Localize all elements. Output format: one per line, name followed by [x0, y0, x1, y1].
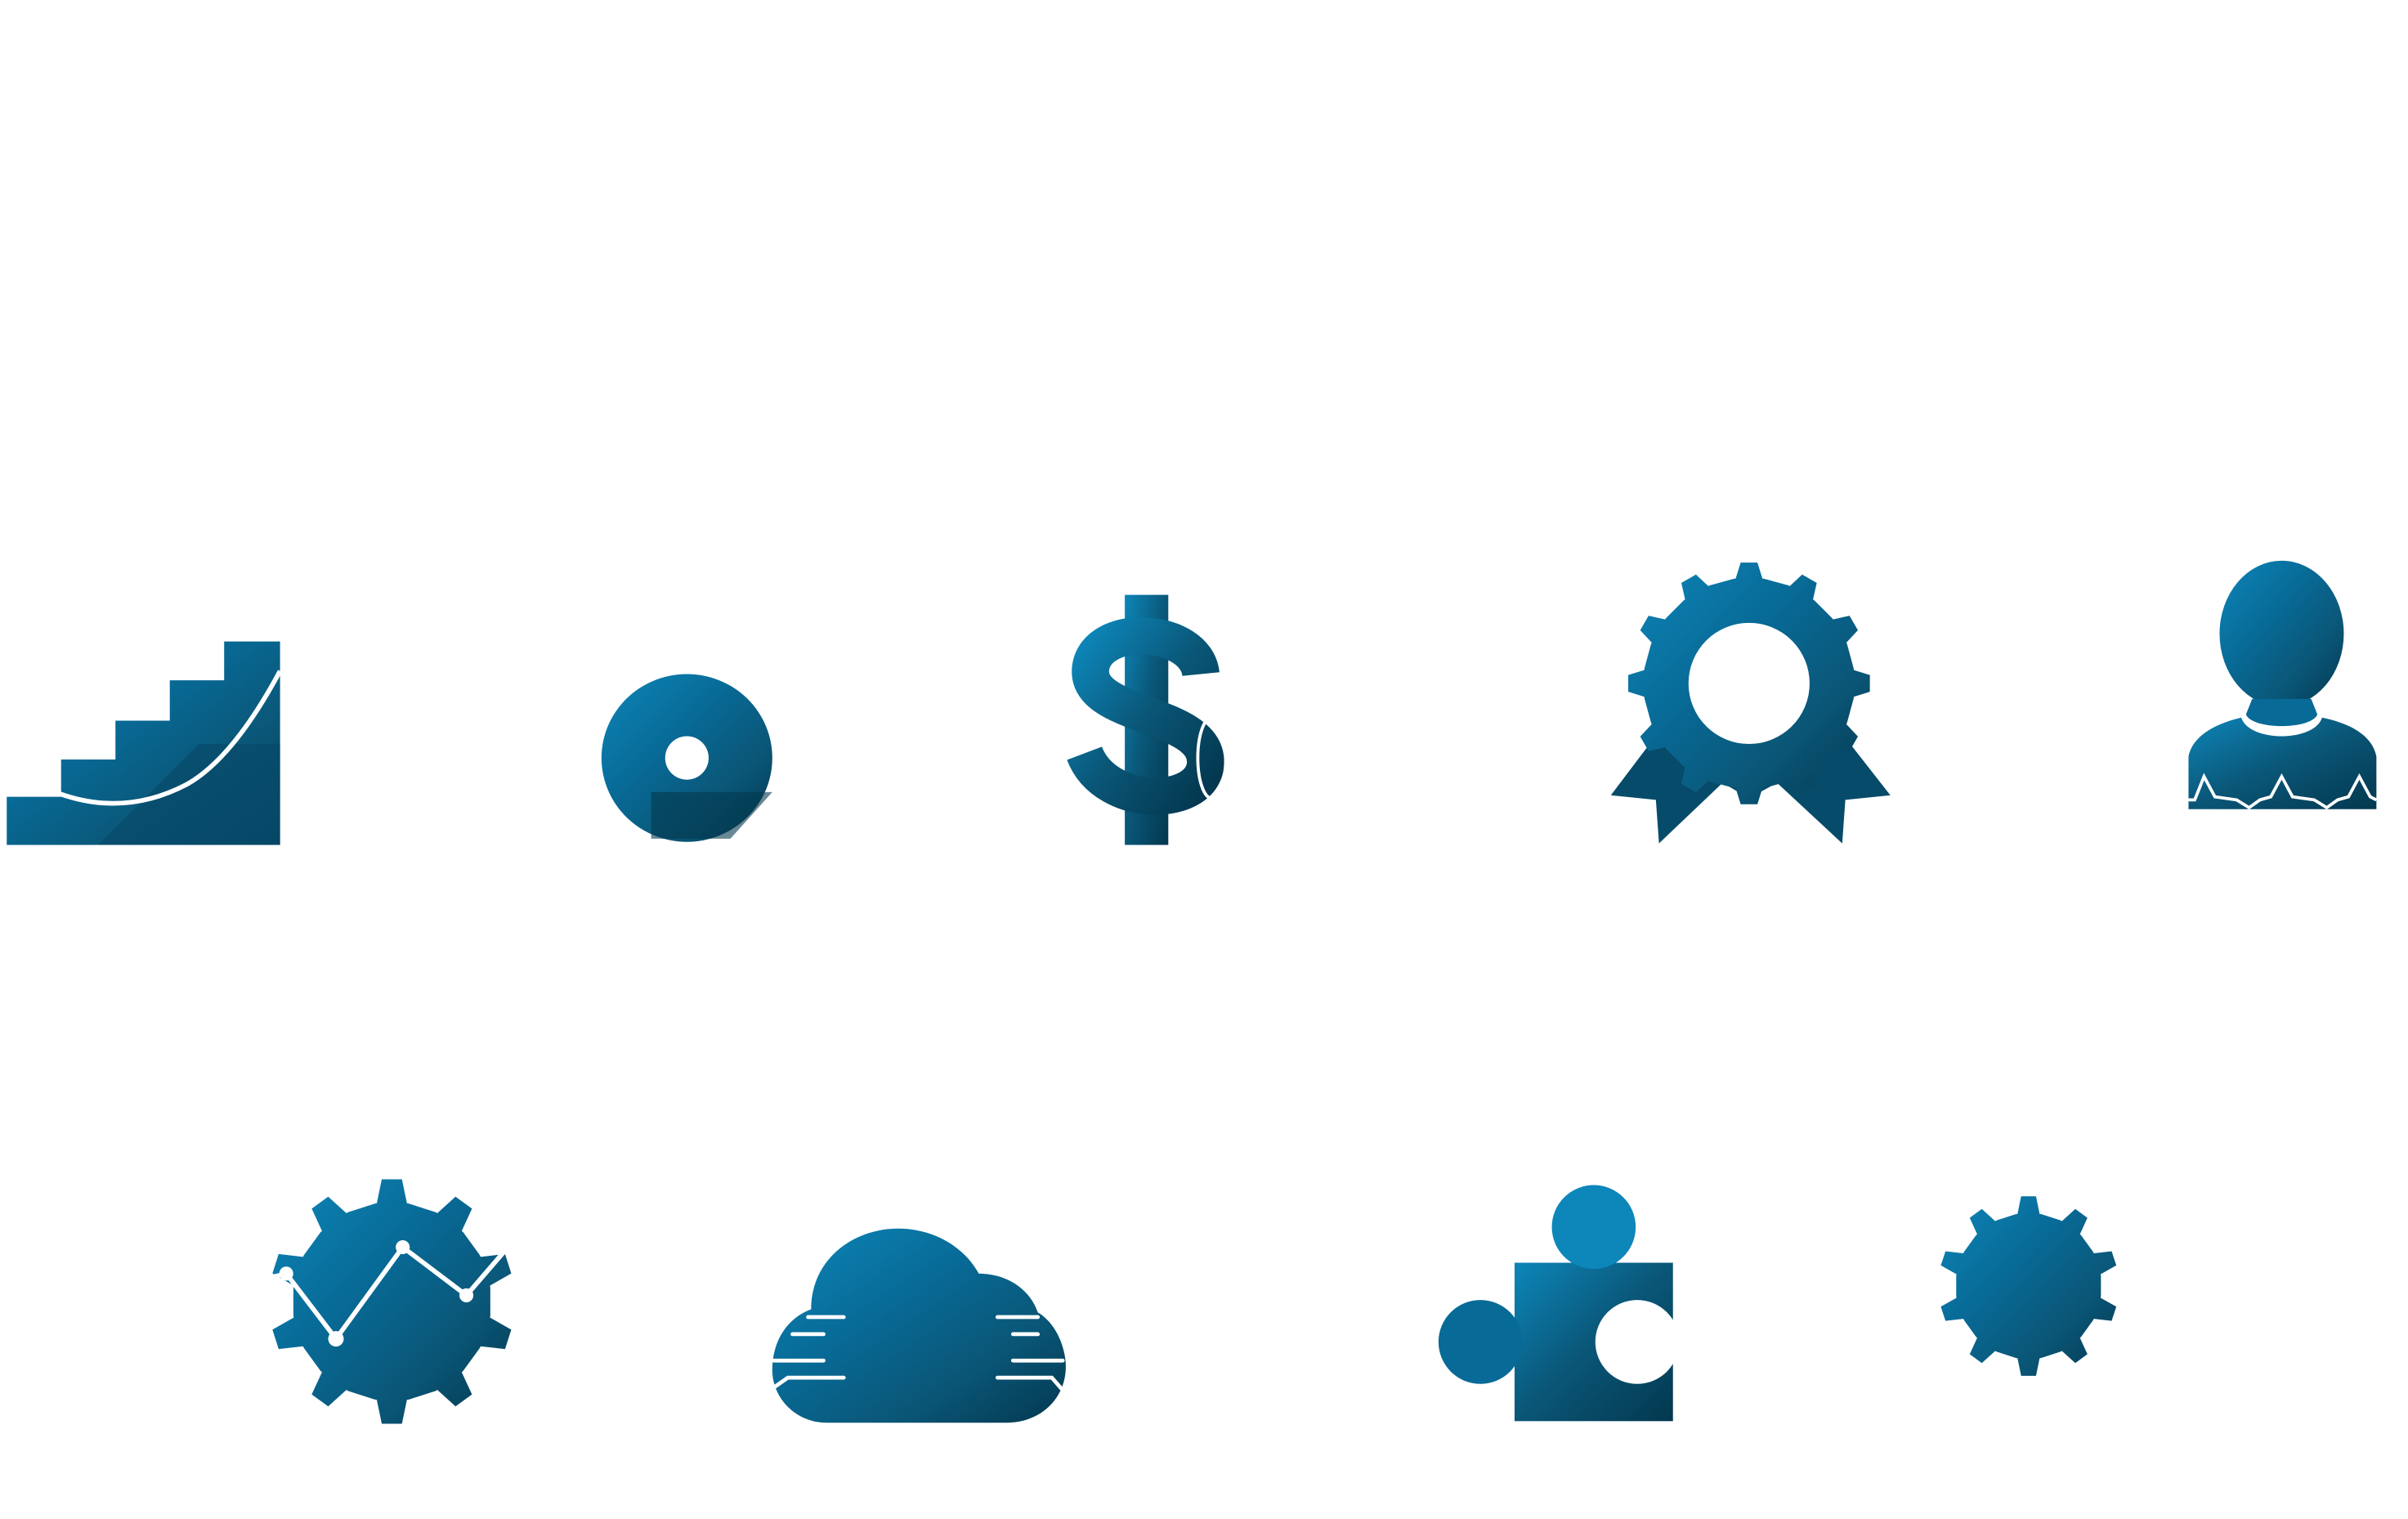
user-icon [2188, 560, 2378, 810]
cloud-icon [770, 1228, 1066, 1423]
disc-icon [601, 674, 772, 842]
gear-chart-icon [272, 1179, 512, 1424]
gear-shape [272, 1179, 512, 1424]
dollar-icon [1067, 594, 1228, 845]
growth-stairs-icon [7, 641, 283, 845]
gear-shape [1940, 1196, 2117, 1376]
puzzle-icon [1438, 1185, 1680, 1422]
award-rosette-icon [1610, 562, 1891, 844]
gear-icon [1940, 1196, 2117, 1376]
